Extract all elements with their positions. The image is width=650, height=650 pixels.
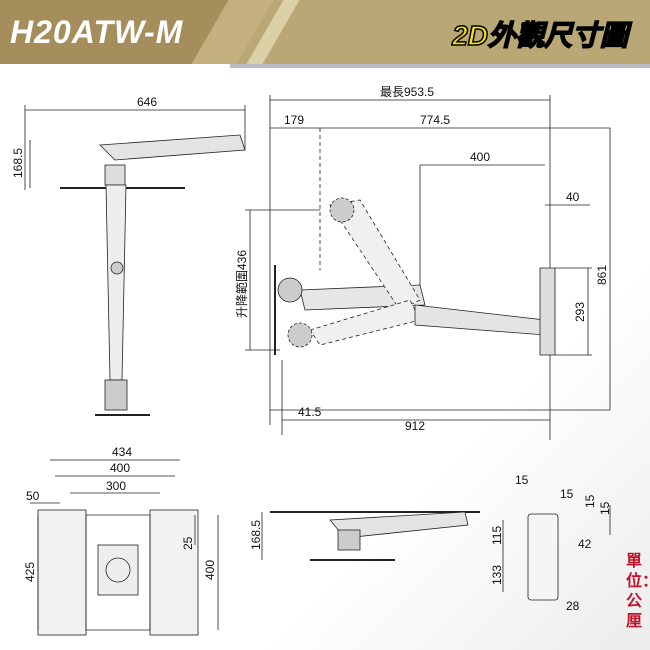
dim-lift-range: 升降範圍436	[234, 250, 249, 318]
page-title: 2D外觀尺寸圖	[451, 14, 629, 54]
dim-wp-w2: 15	[560, 487, 574, 501]
dim-wp-bottom: 28	[566, 599, 580, 613]
dim-side-low-height: 168.5	[249, 520, 263, 550]
dim-bottom-offset: 41.5	[298, 405, 322, 419]
model-name: H20ATW-M	[10, 14, 184, 50]
dim-plate-mid: 400	[110, 461, 130, 475]
dim-total-height: 861	[595, 265, 609, 285]
dim-wp-h3: 42	[578, 537, 592, 551]
dim-plate-inner: 300	[106, 479, 126, 493]
title-white: 尺寸圖	[543, 19, 629, 52]
dim-plate-gap: 25	[181, 536, 195, 550]
dim-wp-v1: 115	[490, 526, 504, 545]
dim-wp-w1: 15	[515, 473, 529, 487]
side-view: 646 168.5	[11, 95, 246, 416]
dim-side-height: 168.5	[11, 148, 25, 178]
main-view: 最長953.5 179 774.5 400 40 升降範圍436 861 293…	[234, 85, 611, 440]
header-banner: H20ATW-M 2D外觀尺寸圖	[0, 0, 650, 64]
header-shadow	[230, 64, 650, 68]
wall-plate-view: 15 15 15 15 42 115 133 28	[490, 473, 612, 613]
dim-max-length: 最長953.5	[380, 85, 434, 99]
dim-offset: 40	[566, 190, 580, 204]
dim-arm: 400	[470, 150, 490, 164]
side-low-view: 168.5	[249, 511, 480, 561]
dim-wp-v2: 133	[490, 565, 504, 585]
dim-right: 774.5	[420, 113, 450, 127]
dim-wp-h2: 15	[598, 501, 612, 515]
dim-plate-margin: 50	[26, 489, 40, 503]
dim-plate-outer: 434	[112, 445, 132, 459]
plate-view: 434 400 300 50 425 400 25	[23, 445, 219, 636]
dim-wp-h1: 15	[583, 494, 597, 508]
dim-plate-hole-height: 400	[203, 560, 217, 580]
dim-side-width: 646	[137, 95, 157, 109]
dim-mount-height: 293	[573, 302, 587, 322]
title-yellow: 2D外觀	[451, 19, 544, 52]
dim-bottom-width: 912	[405, 419, 425, 433]
header-left-panel	[0, 0, 230, 64]
dim-plate-height: 425	[23, 562, 37, 582]
dim-left: 179	[284, 113, 304, 127]
unit-label: 單位：公厘	[626, 553, 650, 630]
